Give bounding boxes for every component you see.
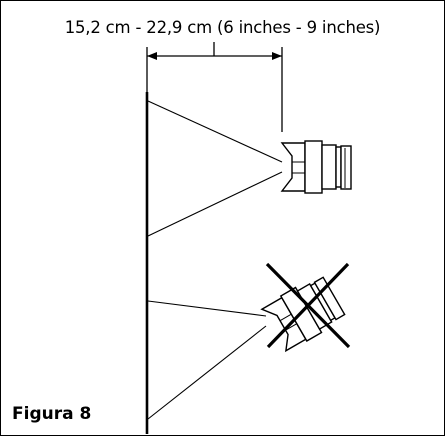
cross-mark-icon — [265, 262, 351, 349]
dimension-line — [146, 42, 283, 132]
spray-can-correct-details — [292, 148, 346, 188]
figure-caption: Figura 8 — [12, 404, 92, 424]
dimension-arrows — [147, 52, 282, 60]
distance-label: 15,2 cm - 22,9 cm (6 inches - 9 inches) — [64, 18, 381, 37]
spray-can-correct — [280, 140, 352, 194]
spray-cone-incorrect — [147, 300, 267, 420]
spray-cone-correct — [147, 100, 283, 237]
